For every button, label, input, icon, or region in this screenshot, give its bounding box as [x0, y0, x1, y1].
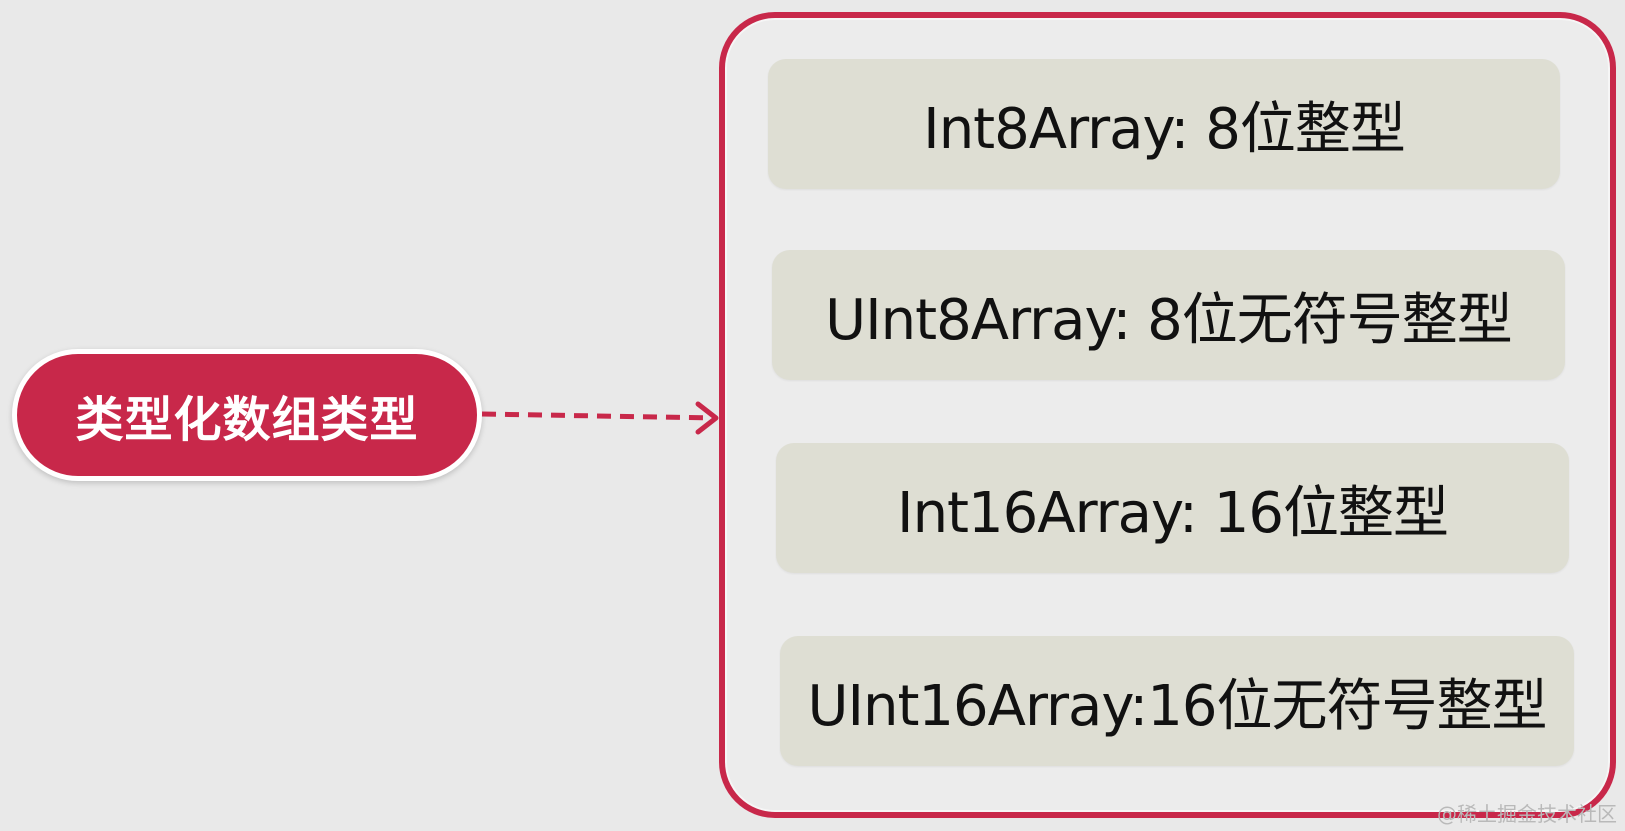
- item-label: UInt16Array:16位无符号整型: [807, 673, 1547, 739]
- item-label: UInt8Array: 8位无符号整型: [825, 287, 1513, 353]
- connector-line: [481, 411, 717, 421]
- source-label: 类型化数组类型: [75, 392, 419, 448]
- list-item-uint8array: UInt8Array: 8位无符号整型: [772, 250, 1565, 380]
- list-item-uint16array: UInt16Array:16位无符号整型: [780, 636, 1574, 766]
- list-item-int16array: Int16Array: 16位整型: [776, 443, 1569, 573]
- source-node: 类型化数组类型: [12, 349, 482, 481]
- item-label: Int16Array: 16位整型: [897, 480, 1449, 546]
- list-item-int8array: Int8Array: 8位整型: [768, 59, 1560, 189]
- watermark: @稀土掘金技术社区: [1437, 802, 1617, 826]
- connector-arrowhead: [695, 401, 719, 435]
- item-label: Int8Array: 8位整型: [923, 96, 1406, 162]
